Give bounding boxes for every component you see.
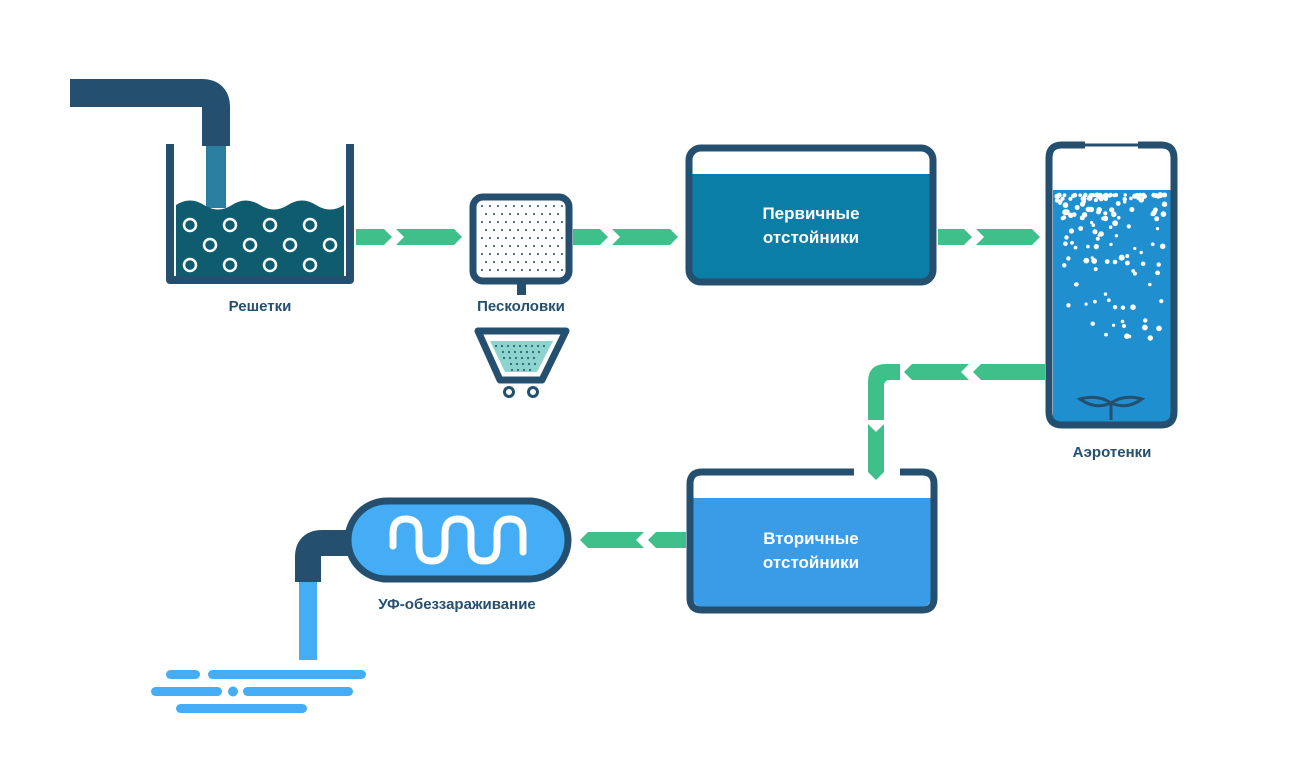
aerotank	[1045, 141, 1178, 429]
arrow-screens-to-sand	[356, 229, 462, 245]
aeration-bubbles	[1054, 192, 1168, 341]
aerator-mixer-icon	[1076, 395, 1146, 420]
sand-dots	[481, 205, 563, 271]
primary-clarifiers-label-line1: Первичные	[762, 204, 859, 223]
secondary-clarifiers-label-line2: отстойники	[763, 553, 859, 572]
aerotanks-label: Аэротенки	[1073, 444, 1152, 461]
uv-disinfection-label: УФ-обеззараживание	[378, 596, 536, 613]
secondary-clarifiers-label-line1: Вторичные	[763, 529, 858, 548]
arrow-aerotank-to-secondary	[868, 364, 1045, 480]
screens-tank	[166, 144, 354, 284]
primary-clarifier-tank	[685, 144, 937, 286]
arrow-sand-to-primary	[573, 229, 678, 245]
secondary-clarifier-tank	[686, 468, 938, 614]
screens-label: Решетки	[229, 298, 292, 315]
sand-trap-filter	[469, 193, 573, 295]
outflow-water	[151, 670, 366, 713]
sand-traps-label: Песколовки	[477, 298, 565, 315]
arrow-secondary-to-uv	[580, 532, 686, 548]
uv-disinfection-unit	[295, 497, 572, 660]
primary-clarifiers-label-line2: отстойники	[763, 228, 859, 247]
sand-hopper-cart	[474, 327, 570, 398]
inlet-pipe	[70, 79, 230, 208]
uv-lamp-coil-icon	[389, 515, 527, 565]
screens-bubbles	[182, 217, 338, 273]
arrow-primary-to-aerotank	[938, 229, 1040, 245]
